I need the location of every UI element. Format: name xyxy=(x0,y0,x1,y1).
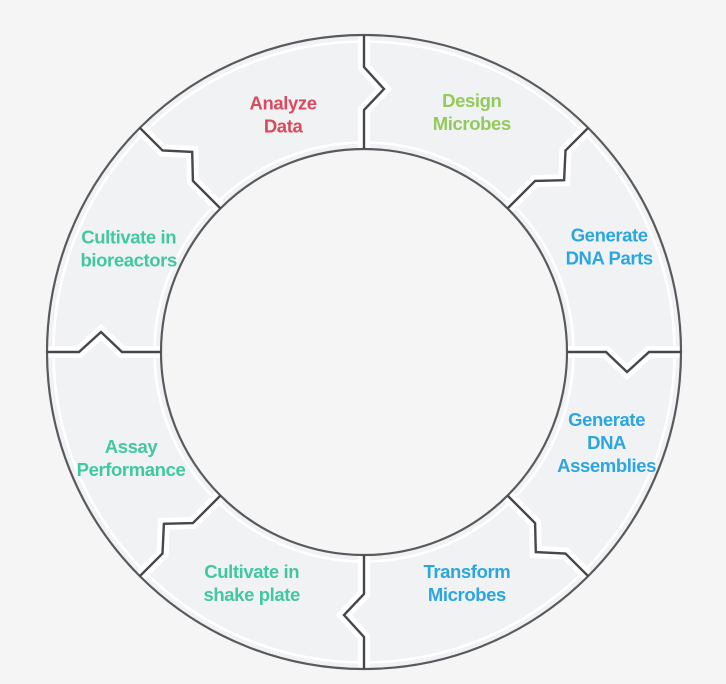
segment-boundary-chevron xyxy=(567,350,681,374)
cultivate-in-bioreactors-line-2: bioreactors xyxy=(81,250,177,271)
design-microbes-line-1: Design xyxy=(442,90,501,111)
analyze-data-line-1: Analyze xyxy=(250,92,317,113)
design-microbes-line-2: Microbes xyxy=(433,113,511,134)
generate-dna-assemblies-line-2: DNA xyxy=(587,432,626,453)
analyze-data-line-2: Data xyxy=(264,115,304,136)
generate-dna-assemblies-line-1: Generate xyxy=(568,409,645,430)
transform-microbes-line-2: Microbes xyxy=(428,584,506,605)
segment-boundary-chevron xyxy=(362,35,386,149)
assay-performance-line-1: Assay xyxy=(105,436,159,457)
segment-boundary-chevron xyxy=(138,494,222,578)
cultivate-in-shake-plate-line-1: Cultivate in xyxy=(204,561,299,582)
assay-performance-line-2: Performance xyxy=(77,459,186,480)
generate-dna-parts-line-1: Generate xyxy=(571,224,648,245)
segment-boundary-chevron xyxy=(506,126,590,210)
cultivate-in-shake-plate-line-2: shake plate xyxy=(204,584,300,605)
segment-boundary-chevron xyxy=(506,494,590,578)
cultivate-in-bioreactors-line-1: Cultivate in xyxy=(81,227,176,248)
generate-dna-assemblies-line-3: Assemblies xyxy=(557,455,656,476)
segment-boundary-chevron xyxy=(138,126,222,210)
generate-dna-parts-line-2: DNA Parts xyxy=(566,247,653,268)
transform-microbes-line-1: Transform xyxy=(423,561,510,582)
segment-boundary-chevron xyxy=(342,555,366,669)
segment-boundary-chevron xyxy=(47,330,161,354)
